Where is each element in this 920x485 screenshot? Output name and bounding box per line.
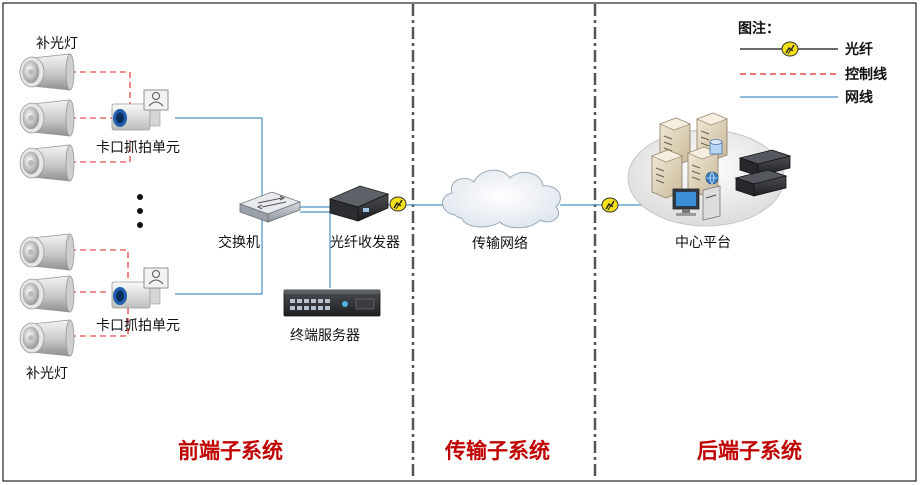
control-lines (70, 71, 131, 337)
fiber-connector-icon (389, 196, 407, 212)
database-icon (709, 139, 723, 155)
fiber-connector-icon (601, 197, 619, 213)
fill-light-icon (19, 53, 75, 91)
transmission-cloud-icon (442, 169, 561, 229)
fill-light-label-bottom: 补光灯 (26, 366, 68, 382)
legend: 图注： 光纤 控制线 网线 (738, 20, 887, 106)
section-title-back: 后端子系统 (697, 439, 802, 463)
ellipsis-icon (137, 194, 143, 228)
globe-icon (705, 171, 719, 185)
fill-light-icon (19, 99, 75, 137)
terminal-server-icon (283, 289, 381, 317)
fill-light-icon (19, 319, 75, 357)
transceiver-label: 光纤收发器 (330, 235, 400, 251)
checkpoint-camera-icon (111, 89, 169, 131)
checkpoint-unit-label-1: 卡口抓拍单元 (96, 140, 180, 156)
storage-array-icon (734, 149, 792, 197)
fill-light-label-top: 补光灯 (36, 36, 78, 52)
checkpoint-camera-icon (111, 267, 169, 309)
fill-light-icon (19, 144, 75, 182)
switch-label: 交换机 (218, 234, 260, 251)
fiber-connector-icon (781, 41, 799, 57)
fiber-transceiver-icon (328, 185, 390, 222)
fill-light-icon (19, 275, 75, 313)
switch-icon (238, 191, 302, 223)
section-title-transmission: 传输子系统 (444, 439, 550, 463)
fill-light-icon (19, 233, 75, 271)
center-platform-label: 中心平台 (675, 235, 731, 251)
checkpoint-unit-label-2: 卡口抓拍单元 (96, 318, 180, 334)
legend-network-label: 网线 (845, 89, 873, 106)
legend-title: 图注： (738, 20, 780, 37)
legend-fiber-label: 光纤 (844, 41, 873, 58)
workstation-icon (672, 185, 721, 221)
terminal-server-label: 终端服务器 (290, 328, 360, 344)
section-title-front: 前端子系统 (178, 439, 283, 463)
legend-control-label: 控制线 (845, 66, 887, 83)
transmission-network-label: 传输网络 (472, 236, 528, 252)
